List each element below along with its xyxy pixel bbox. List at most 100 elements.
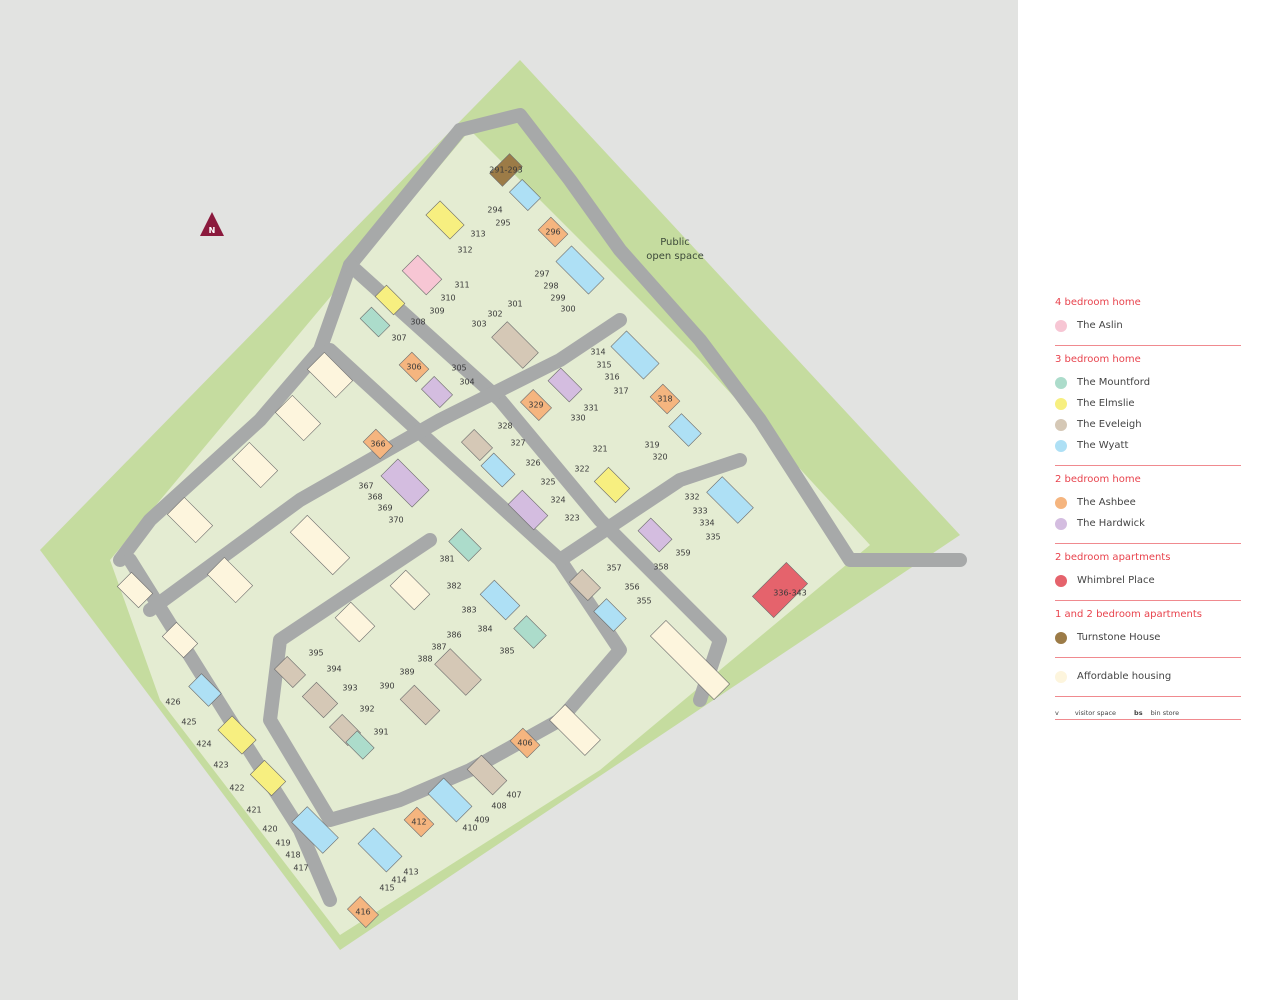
house-block[interactable] <box>291 806 339 854</box>
plot-number[interactable]: 406 <box>517 739 532 748</box>
plot-number[interactable]: 422 <box>229 784 244 793</box>
affordable-housing-block[interactable] <box>389 569 431 611</box>
plot-number[interactable]: 315 <box>596 361 611 370</box>
plot-number[interactable]: 308 <box>410 318 425 327</box>
affordable-housing-block[interactable] <box>161 621 199 659</box>
house-block[interactable] <box>479 579 521 621</box>
house-block[interactable] <box>448 528 482 562</box>
plot-number[interactable]: 311 <box>454 281 469 290</box>
plot-number[interactable]: 310 <box>440 294 455 303</box>
plot-number[interactable]: 323 <box>564 514 579 523</box>
plot-number[interactable]: 369 <box>377 504 392 513</box>
house-block[interactable] <box>421 376 453 408</box>
plot-number[interactable]: 327 <box>510 439 525 448</box>
plot-number[interactable]: 389 <box>399 668 414 677</box>
plot-number[interactable]: 357 <box>606 564 621 573</box>
house-block[interactable] <box>751 561 809 619</box>
house-block[interactable] <box>401 254 443 296</box>
affordable-housing-block[interactable] <box>649 619 731 701</box>
plot-number[interactable]: 383 <box>461 606 476 615</box>
plot-number[interactable]: 319 <box>644 441 659 450</box>
plot-number[interactable]: 324 <box>550 496 565 505</box>
plot-number[interactable]: 384 <box>477 625 492 634</box>
plot-number[interactable]: 425 <box>181 718 196 727</box>
plot-number[interactable]: 408 <box>491 802 506 811</box>
plot-number[interactable]: 418 <box>285 851 300 860</box>
plot-number[interactable]: 312 <box>457 246 472 255</box>
plot-number[interactable]: 322 <box>574 465 589 474</box>
house-block[interactable] <box>547 367 583 403</box>
plot-number[interactable]: 291-293 <box>489 166 522 175</box>
plot-number[interactable]: 419 <box>275 839 290 848</box>
house-block[interactable] <box>569 569 601 601</box>
plot-number[interactable]: 387 <box>431 643 446 652</box>
plot-number[interactable]: 392 <box>359 705 374 714</box>
plot-number[interactable]: 416 <box>355 908 370 917</box>
house-block[interactable] <box>489 153 523 187</box>
plot-number[interactable]: 333 <box>692 507 707 516</box>
plot-number[interactable]: 303 <box>471 320 486 329</box>
plot-number[interactable]: 307 <box>391 334 406 343</box>
plot-number[interactable]: 385 <box>499 647 514 656</box>
plot-number[interactable]: 421 <box>246 806 261 815</box>
plot-number[interactable]: 366 <box>370 440 385 449</box>
house-block[interactable] <box>374 284 406 316</box>
plot-number[interactable]: 335 <box>705 533 720 542</box>
plot-number[interactable]: 423 <box>213 761 228 770</box>
plot-number[interactable]: 325 <box>540 478 555 487</box>
plot-number[interactable]: 409 <box>474 816 489 825</box>
plot-number[interactable]: 410 <box>462 824 477 833</box>
house-block[interactable] <box>507 489 549 531</box>
plot-number[interactable]: 388 <box>417 655 432 664</box>
plot-number[interactable]: 334 <box>699 519 714 528</box>
house-block[interactable] <box>706 476 754 524</box>
affordable-housing-block[interactable] <box>116 571 154 609</box>
plot-number[interactable]: 320 <box>652 453 667 462</box>
house-block[interactable] <box>188 673 222 707</box>
plot-number[interactable]: 331 <box>583 404 598 413</box>
plot-number[interactable]: 329 <box>528 401 543 410</box>
plot-number[interactable]: 412 <box>411 818 426 827</box>
house-block[interactable] <box>593 598 627 632</box>
house-block[interactable] <box>362 428 394 460</box>
house-block[interactable] <box>434 648 482 696</box>
plot-number[interactable]: 358 <box>653 563 668 572</box>
plot-number[interactable]: 382 <box>446 582 461 591</box>
plot-number[interactable]: 304 <box>459 378 474 387</box>
affordable-housing-block[interactable] <box>231 441 279 489</box>
plot-number[interactable]: 426 <box>165 698 180 707</box>
house-block[interactable] <box>274 656 306 688</box>
house-block[interactable] <box>466 754 508 796</box>
affordable-housing-block[interactable] <box>206 556 254 604</box>
plot-number[interactable]: 370 <box>388 516 403 525</box>
house-block[interactable] <box>461 429 493 461</box>
affordable-housing-block[interactable] <box>549 704 601 756</box>
house-block[interactable] <box>399 684 441 726</box>
house-block[interactable] <box>491 321 539 369</box>
plot-number[interactable]: 415 <box>379 884 394 893</box>
plot-number[interactable]: 330 <box>570 414 585 423</box>
plot-number[interactable]: 305 <box>451 364 466 373</box>
plot-number[interactable]: 328 <box>497 422 512 431</box>
plot-number[interactable]: 393 <box>342 684 357 693</box>
plot-number[interactable]: 336-343 <box>773 589 806 598</box>
plot-number[interactable]: 306 <box>406 363 421 372</box>
house-block[interactable] <box>509 179 541 211</box>
house-block[interactable] <box>249 759 287 797</box>
plot-number[interactable]: 326 <box>525 459 540 468</box>
house-block[interactable] <box>668 413 702 447</box>
house-block[interactable] <box>398 351 430 383</box>
house-block[interactable] <box>649 383 681 415</box>
plot-number[interactable]: 298 <box>543 282 558 291</box>
house-block[interactable] <box>380 458 430 508</box>
house-block[interactable] <box>555 245 605 295</box>
plot-number[interactable]: 417 <box>293 864 308 873</box>
house-block[interactable] <box>217 715 257 755</box>
house-block[interactable] <box>359 306 391 338</box>
plot-number[interactable]: 381 <box>439 555 454 564</box>
plot-number[interactable]: 309 <box>429 307 444 316</box>
affordable-housing-block[interactable] <box>334 601 376 643</box>
house-block[interactable] <box>509 727 541 759</box>
plot-number[interactable]: 414 <box>391 876 406 885</box>
house-block[interactable] <box>347 896 379 928</box>
